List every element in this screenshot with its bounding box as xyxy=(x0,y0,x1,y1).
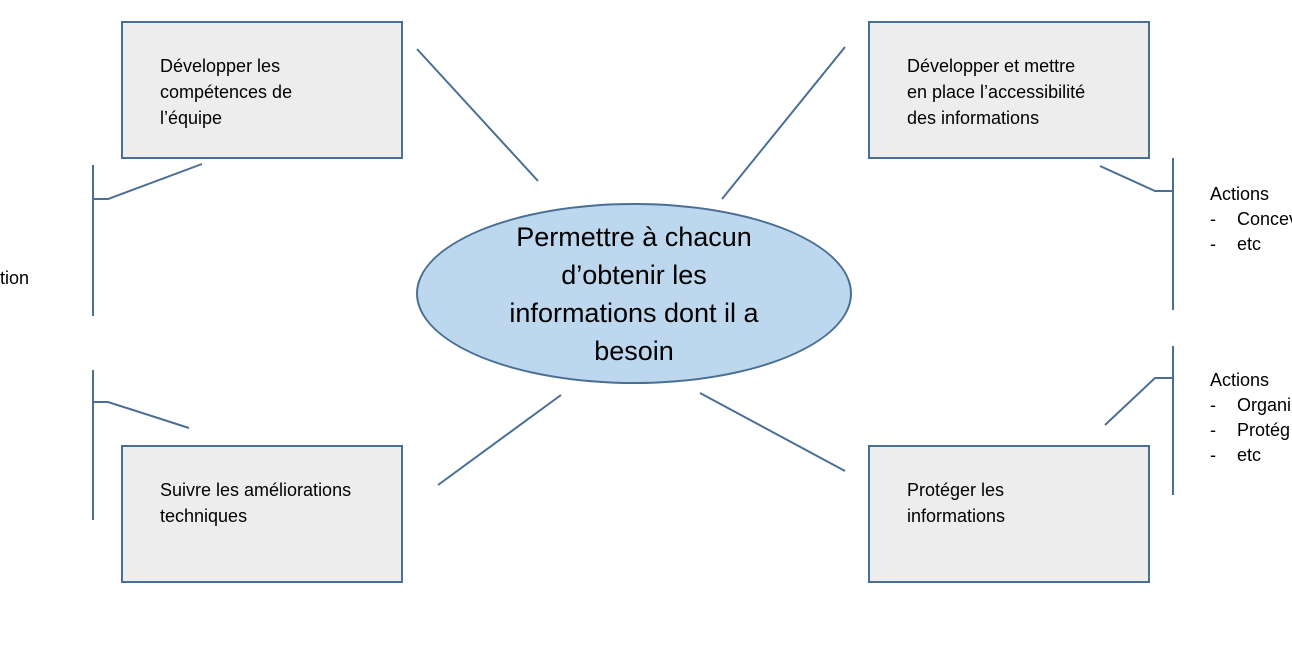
connector-bottom-left xyxy=(437,394,562,486)
action-item: -etc xyxy=(1210,445,1262,465)
connector-bottom-right xyxy=(699,392,846,472)
bracket-left-bottom-tick xyxy=(93,401,190,429)
actions-list-bottom-right: Actions -Organi -Protég -etc xyxy=(1210,368,1291,468)
box-protect-information: Protéger les informations xyxy=(868,445,1150,583)
bracket-right-bottom-tick xyxy=(1104,377,1173,426)
action-item: -etc xyxy=(1210,234,1262,254)
box-information-accessibility: Développer et mettre en place l’accessib… xyxy=(868,21,1150,159)
connector-top-left xyxy=(416,48,539,182)
connector-top-right xyxy=(721,46,846,200)
box-team-skills-label: Développer les compétences de l’équipe xyxy=(160,56,293,128)
actions-list-top-right: Actions -Concev -etc xyxy=(1210,182,1292,257)
box-technical-improvements: Suivre les améliorations techniques xyxy=(121,445,403,583)
actions-heading: Actions xyxy=(1210,370,1270,390)
action-item: -Protég xyxy=(1210,420,1291,440)
left-cut-text: tion xyxy=(0,268,30,288)
central-goal-text: Permettre à chacun d’obtenir les informa… xyxy=(509,221,759,366)
action-item: -Organi xyxy=(1210,395,1292,415)
central-goal-ellipse: Permettre à chacun d’obtenir les informa… xyxy=(416,203,852,384)
box-team-skills: Développer les compétences de l’équipe xyxy=(121,21,403,159)
bracket-right-top-tick xyxy=(1099,165,1173,192)
bracket-left-top-tick xyxy=(93,163,203,200)
action-item: -Concev xyxy=(1210,209,1292,229)
box-technical-improvements-label: Suivre les améliorations techniques xyxy=(160,480,352,526)
actions-heading: Actions xyxy=(1210,184,1270,204)
box-protect-information-label: Protéger les informations xyxy=(907,480,1006,526)
box-information-accessibility-label: Développer et mettre en place l’accessib… xyxy=(907,56,1086,128)
